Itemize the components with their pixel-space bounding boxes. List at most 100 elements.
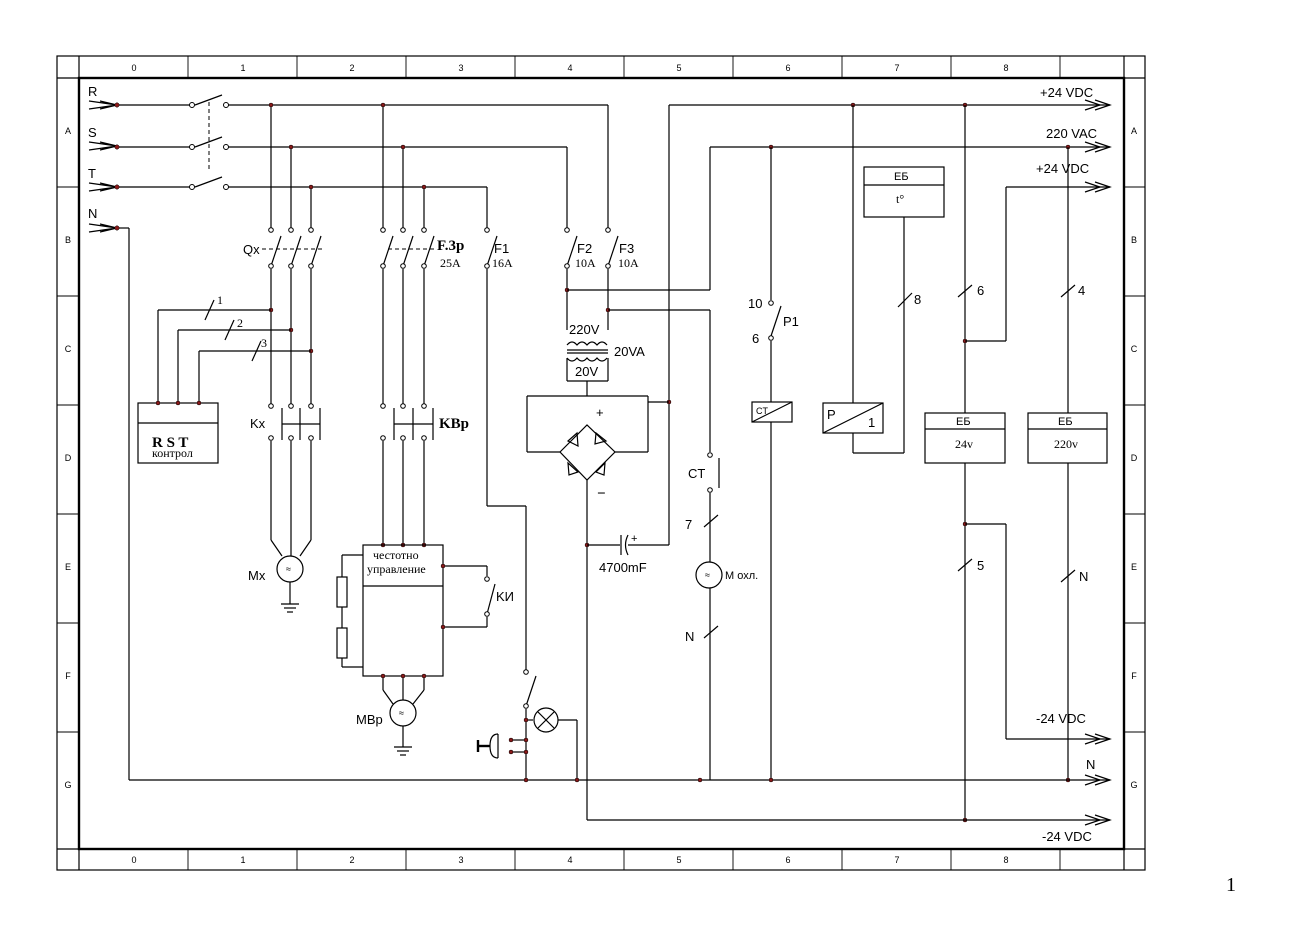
drawing-frame — [56, 55, 1146, 871]
mvr-label: MBp — [356, 712, 383, 727]
power-supply-branch: F2 10A F3 10A 220V 20VA 20V + — [526, 105, 713, 820]
f3-rating: 10A — [618, 256, 639, 270]
wire-n2-label: N — [1079, 569, 1088, 584]
rst-control-block: R S T контрол 1 2 3 — [137, 293, 311, 464]
row-label: B — [1131, 235, 1137, 245]
row-label: D — [65, 453, 72, 463]
trafo-secondary: 20V — [575, 364, 598, 379]
wire-2-label: 2 — [237, 316, 243, 330]
row-label: F — [65, 671, 71, 681]
col-label: 6 — [785, 63, 790, 73]
rst-title: R S T — [152, 435, 188, 451]
eb220-sub: 220v — [1054, 437, 1078, 451]
col-label: 3 — [458, 855, 463, 865]
mx-label: Mx — [248, 568, 266, 583]
rail-plus24-top: +24 VDC — [1040, 85, 1093, 100]
wire-7-label: 7 — [685, 517, 692, 532]
qx-branch: Qx Kx ≈ Mx — [243, 102, 322, 613]
f1-branch: F1 16A — [476, 227, 578, 780]
capacitor-label: 4700mF — [599, 560, 647, 575]
p1-branch: 10 6 P1 CT — [748, 147, 799, 780]
eb-temp-sub: t° — [896, 192, 904, 206]
col-label: 1 — [240, 855, 245, 865]
input-lines: R S T N — [88, 84, 609, 780]
f3p-label: F.3p — [437, 238, 464, 254]
capacitor-plus: + — [631, 533, 637, 545]
ct-switch-label: CT — [688, 466, 705, 481]
col-label: 1 — [240, 63, 245, 73]
col-label: 8 — [1003, 63, 1008, 73]
line-t-label: T — [88, 166, 96, 181]
line-r-label: R — [88, 84, 97, 99]
row-label: F — [1131, 671, 1137, 681]
ct-relay-label: CT — [756, 406, 768, 416]
freq-line1: честотно — [373, 548, 419, 562]
p1-pin6: 6 — [752, 331, 759, 346]
trafo-primary: 220V — [569, 322, 600, 337]
col-label: 7 — [894, 855, 899, 865]
col-label: 6 — [785, 855, 790, 865]
svg-text:≈: ≈ — [705, 570, 710, 580]
f3-label: F3 — [619, 241, 634, 256]
f1-label: F1 — [494, 241, 509, 256]
row-ruler: A B C D E F G A B C D E F G — [57, 126, 1145, 790]
row-label: E — [1131, 562, 1137, 572]
eb24-branch: 6 EБ 24v 5 — [924, 105, 1110, 823]
eb220-branch: 4 EБ 220v N — [1027, 144, 1108, 783]
kx-label: Kx — [250, 416, 266, 431]
col-label: 5 — [676, 63, 681, 73]
bridge-plus: + — [596, 405, 604, 420]
eb24-sub: 24v — [955, 437, 973, 451]
col-label: 7 — [894, 63, 899, 73]
output-rails: +24 VDC 220 VAC +24 VDC -24 VDC N -24 VD… — [129, 85, 1112, 844]
f2-rating: 10A — [575, 256, 596, 270]
bridge-minus: − — [597, 486, 606, 502]
freq-line2: управление — [367, 562, 426, 576]
row-label: G — [1130, 780, 1137, 790]
rail-220vac: 220 VAC — [1046, 126, 1097, 141]
wire-n-label: N — [685, 629, 694, 644]
kvr-label: KBp — [439, 416, 469, 432]
col-label: 0 — [131, 63, 136, 73]
line-n-label: N — [88, 206, 97, 221]
column-ruler: 0 1 2 3 4 5 6 7 8 0 1 2 3 4 5 6 7 8 — [131, 56, 1061, 870]
qx-label: Qx — [243, 242, 260, 257]
wire-8-label: 8 — [914, 292, 921, 307]
col-label: 4 — [567, 855, 572, 865]
row-label: D — [1131, 453, 1138, 463]
trafo-power: 20VA — [614, 344, 645, 359]
p1-pin10: 10 — [748, 296, 762, 311]
wire-6-label: 6 — [977, 283, 984, 298]
frequency-drive: честотно управление KИ ≈ MBp — [336, 544, 514, 756]
rst-sub: контрол — [152, 446, 193, 460]
row-label: A — [65, 126, 71, 136]
f3p-rating: 25A — [440, 256, 461, 270]
f2-label: F2 — [577, 241, 592, 256]
line-s-label: S — [88, 125, 97, 140]
row-label: C — [1131, 344, 1138, 354]
ki-label: KИ — [496, 589, 514, 604]
page-number: 1 — [1226, 874, 1236, 896]
p-relay-num: 1 — [868, 415, 875, 430]
svg-text:≈: ≈ — [399, 708, 404, 718]
col-label: 5 — [676, 855, 681, 865]
rail-minus24-f: -24 VDC — [1036, 711, 1086, 726]
col-label: 8 — [1003, 855, 1008, 865]
eb-temp-title: EБ — [894, 171, 909, 183]
f3p-branch: F.3p 25A KBp — [380, 102, 469, 548]
col-label: 3 — [458, 63, 463, 73]
rail-n-bottom: N — [1086, 757, 1095, 772]
row-label: B — [65, 235, 71, 245]
col-label: 4 — [567, 63, 572, 73]
eb24-title: EБ — [956, 416, 971, 428]
temp-controller-branch: P 1 EБ t° 8 — [669, 102, 1110, 454]
wire-4-label: 4 — [1078, 283, 1085, 298]
col-label: 0 — [131, 855, 136, 865]
col-label: 2 — [349, 855, 354, 865]
f1-rating: 16A — [492, 256, 513, 270]
p-relay-label: P — [827, 407, 836, 422]
row-label: E — [65, 562, 71, 572]
eb220-title: EБ — [1058, 416, 1073, 428]
rail-plus24-2: +24 VDC — [1036, 161, 1089, 176]
